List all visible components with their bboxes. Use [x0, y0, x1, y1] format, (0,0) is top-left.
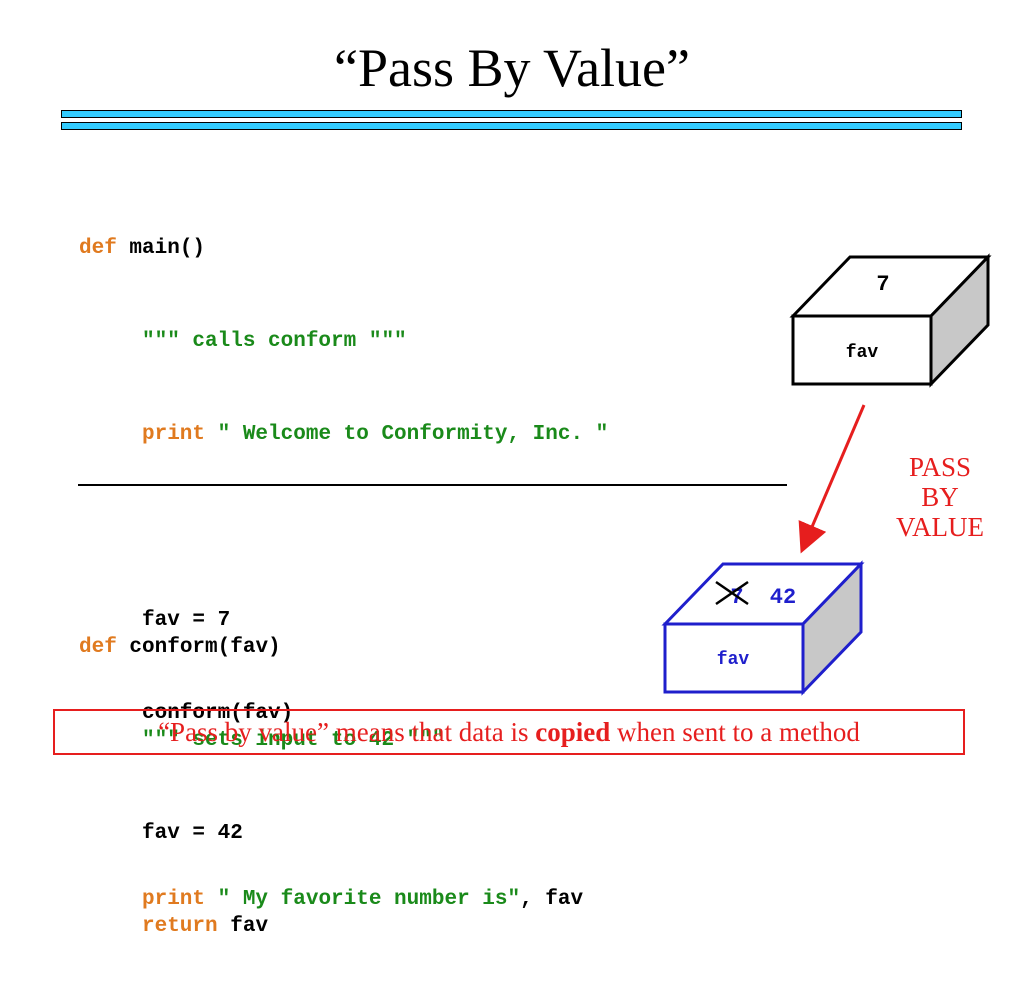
pass-arrow	[798, 404, 866, 554]
box-name: fav	[846, 343, 879, 363]
box-front-face	[791, 314, 933, 386]
section-divider	[78, 484, 787, 486]
code-line: """ sets input to 42 """	[79, 725, 444, 756]
slide: “Pass By Value” def main() """ calls con…	[53, 38, 1000, 938]
code-line: """ calls conform """	[79, 326, 608, 357]
box-new-value: 42	[770, 585, 796, 610]
definition-callout: “Pass by value” means that data is copie…	[53, 709, 965, 755]
box-value: 7	[876, 272, 889, 297]
code-line: print " Welcome to Conformity, Inc. "	[79, 419, 608, 450]
code-line: conform(fav)	[79, 698, 608, 729]
callout-text: “Pass by value” means that data is	[158, 717, 536, 747]
assignment: fav = 7	[142, 609, 231, 632]
keyword-def: def	[79, 636, 117, 659]
pass-label-line: BY	[921, 482, 959, 512]
function-signature: main()	[129, 237, 206, 260]
function-call: conform(fav)	[142, 702, 294, 725]
docstring: """ sets input to 42 """	[142, 729, 445, 752]
pass-by-value-diagram: 7 fav 7 42 fav	[661, 253, 992, 696]
title-rule-top	[61, 110, 962, 118]
keyword-print: print	[142, 423, 206, 446]
print-args: , fav	[520, 888, 584, 911]
title-rule-bottom	[61, 122, 962, 130]
docstring: """ calls conform """	[142, 330, 407, 353]
string-literal: " Welcome to Conformity, Inc. "	[217, 423, 609, 446]
code-line: def main()	[79, 233, 608, 264]
keyword-def: def	[79, 237, 117, 260]
keyword-return: return	[142, 915, 218, 938]
assignment: fav = 42	[142, 822, 243, 845]
code-line: fav = 7	[79, 605, 608, 636]
box-front-face	[663, 622, 805, 694]
code-line: def conform(fav)	[79, 632, 444, 663]
pass-by-value-label: PASS BY VALUE	[880, 452, 1000, 542]
function-signature: conform(fav)	[129, 636, 281, 659]
slide-title: “Pass By Value”	[334, 38, 690, 98]
code-line: return fav	[79, 911, 444, 942]
return-value: fav	[230, 915, 269, 938]
variable-box-main: 7 fav	[789, 253, 992, 388]
variable-box-conform: 7 42 fav	[661, 560, 865, 696]
box-name: fav	[717, 650, 750, 670]
pass-label-line: VALUE	[895, 512, 984, 542]
callout-text: when sent to a method	[610, 717, 860, 747]
code-line: fav = 42	[79, 818, 444, 849]
callout-emphasis: copied	[535, 717, 611, 747]
pass-label-line: PASS	[908, 452, 972, 482]
strike-mark	[715, 580, 749, 606]
